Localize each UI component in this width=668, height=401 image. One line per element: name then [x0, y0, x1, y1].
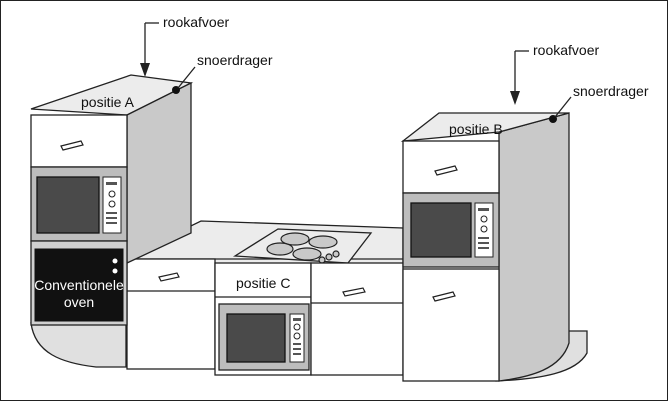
label-rookafvoer-left: rookafvoer — [163, 14, 229, 30]
arrow-rookafvoer-right — [510, 50, 529, 105]
label-oven-line2: oven — [64, 294, 94, 310]
label-positie-b: positie B — [449, 121, 503, 137]
floor-base — [30, 322, 127, 368]
leader-snoerdrager-left — [177, 66, 196, 89]
microwave-position-a — [30, 166, 128, 242]
label-positie-a: positie A — [81, 94, 135, 110]
lower-cabinet-left — [126, 258, 216, 370]
label-snoerdrager-left: snoerdrager — [197, 52, 273, 68]
left-unit-side — [126, 81, 192, 265]
label-rookafvoer-right: rookafvoer — [533, 42, 599, 58]
microwave-position-b — [402, 192, 500, 268]
burner-2 — [308, 235, 338, 249]
right-unit-top — [400, 112, 570, 142]
burner-1 — [280, 232, 310, 246]
burner-3 — [266, 242, 294, 256]
conventional-oven — [30, 240, 128, 326]
label-positie-c: positie C — [236, 275, 290, 291]
right-unit-lower-cabinet — [402, 268, 500, 382]
leader-snoerdrager-right — [554, 96, 572, 118]
microwave-position-c — [218, 303, 310, 371]
label-oven-line1: Conventionele — [34, 277, 124, 293]
label-snoerdrager-right: snoerdrager — [573, 83, 649, 99]
arrow-rookafvoer-left — [140, 22, 159, 77]
lower-cabinet-right — [310, 262, 404, 376]
floor-base-left-right-edge — [498, 112, 570, 382]
burner-4 — [292, 247, 322, 261]
